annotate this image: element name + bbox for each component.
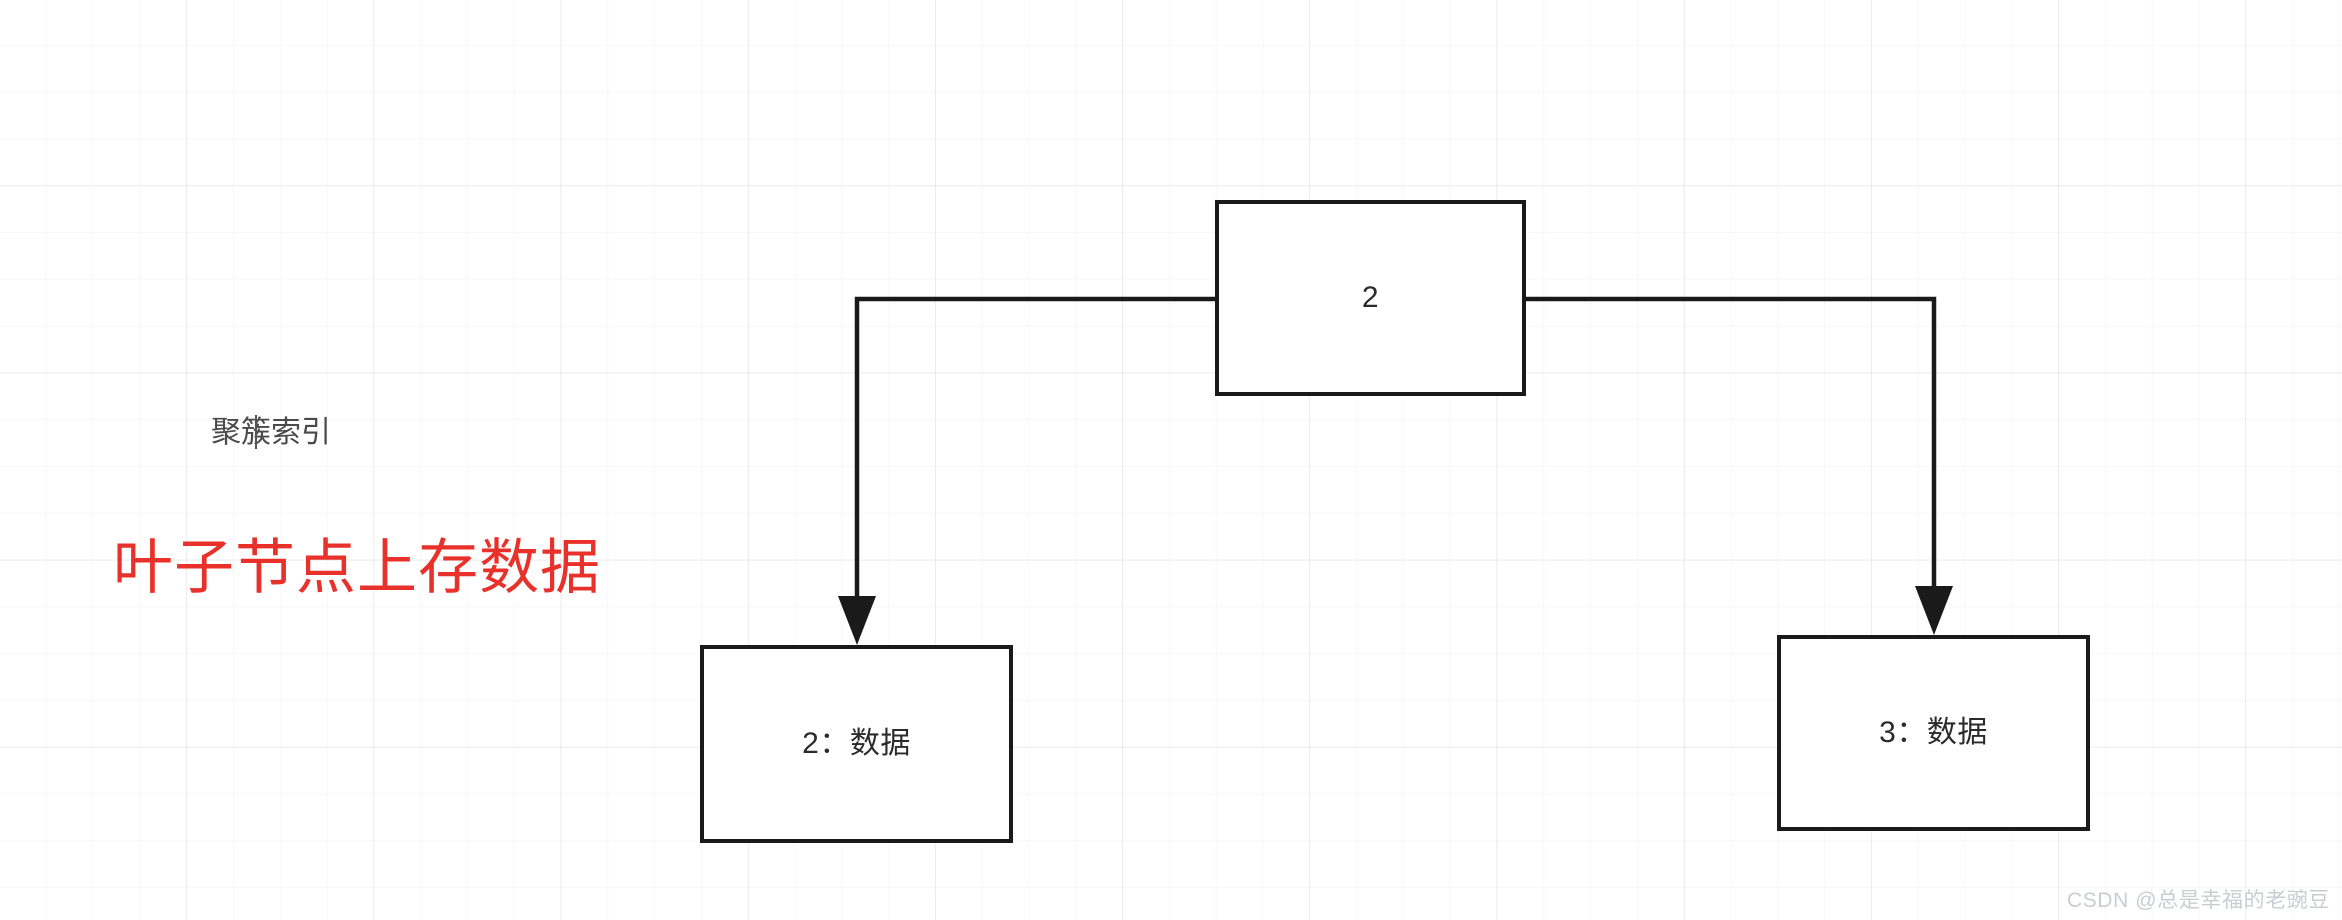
annotation-leaf-stores-data[interactable]: 叶子节点上存数据 — [113, 534, 601, 601]
watermark: CSDN @总是幸福的老豌豆 — [2066, 889, 2330, 912]
annotation-clustered-index[interactable]: 聚簇索引 — [211, 416, 331, 449]
node-leaf-right[interactable]: 3：数据 — [1777, 635, 2090, 831]
text-caret — [255, 415, 257, 449]
connector-root-to-leaf-right — [1526, 296, 1937, 590]
arrowhead-right-icon — [1915, 586, 1953, 635]
node-root[interactable]: 2 — [1215, 200, 1526, 396]
node-root-label: 2 — [1361, 281, 1380, 314]
node-leaf-left-label: 2：数据 — [802, 727, 911, 760]
node-leaf-left[interactable]: 2：数据 — [700, 645, 1013, 843]
connector-root-to-leaf-left — [854, 296, 1215, 600]
arrowhead-left-icon — [838, 596, 876, 645]
node-leaf-right-label: 3：数据 — [1879, 716, 1988, 749]
